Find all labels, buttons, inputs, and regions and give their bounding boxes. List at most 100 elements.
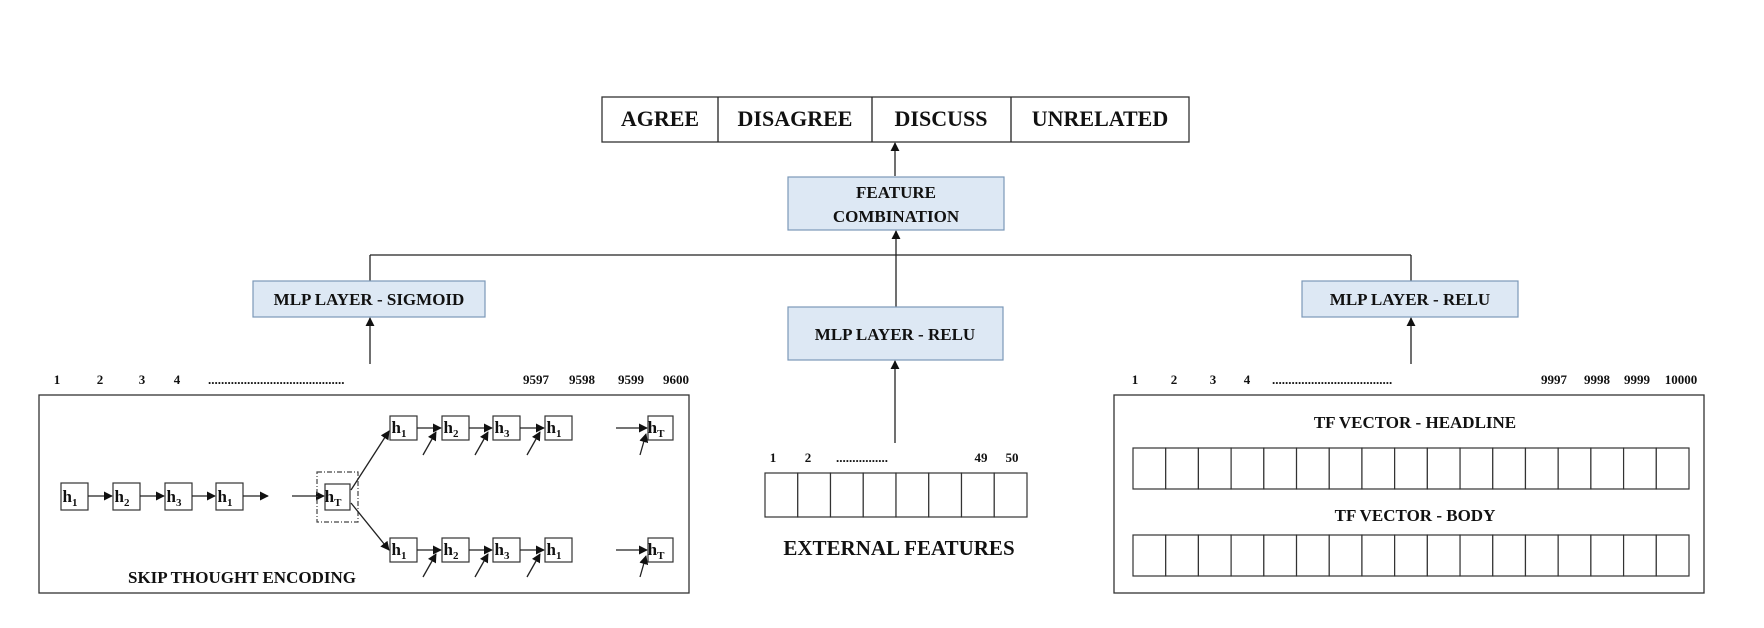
index-label: 49	[975, 450, 989, 465]
feature-combination-line1: FEATURE	[856, 183, 936, 202]
input-arrow	[474, 553, 489, 578]
class-unrelated: UNRELATED	[1032, 106, 1169, 131]
final-state-cell	[324, 483, 351, 511]
index-label: 3	[1210, 372, 1217, 387]
index-label: 1	[1132, 372, 1139, 387]
skip-thought-frame	[38, 394, 690, 594]
decoder-upper-chain: h1 h2 h3 h1 hT	[389, 415, 674, 456]
vector-cell	[797, 472, 832, 518]
vector-cell	[993, 472, 1028, 518]
vector-cell	[1230, 534, 1265, 577]
decoder-cell	[544, 415, 573, 441]
output-classes-frame	[601, 96, 1190, 143]
decoder-final-label: hT	[648, 418, 665, 440]
decoder-cell-label: h3	[495, 418, 510, 440]
encoder-cell-label: h2	[115, 487, 130, 509]
vector-cell	[1622, 534, 1657, 577]
encoder-cell	[164, 482, 193, 511]
encoder-chain: h1 h2 h3 h1 hT	[60, 471, 359, 523]
index-label: 9599	[618, 372, 645, 387]
decoder-cell-label: h2	[444, 418, 459, 440]
class-disagree: DISAGREE	[738, 106, 853, 131]
mlp-relu-right-box: MLP LAYER - RELU	[1301, 280, 1519, 318]
vector-cell	[1132, 447, 1167, 490]
vector-cell	[1197, 447, 1232, 490]
vector-cell	[1263, 534, 1298, 577]
vector-cell	[1622, 447, 1657, 490]
vector-cell	[1295, 534, 1330, 577]
index-label: 4	[1244, 372, 1251, 387]
skip-thought-label: SKIP THOUGHT ENCODING	[128, 568, 356, 587]
vector-cell	[1165, 534, 1200, 577]
vector-cell	[1524, 447, 1559, 490]
index-label: 3	[139, 372, 146, 387]
decoder-cell-label: h1	[392, 540, 407, 562]
vector-cell	[1394, 534, 1428, 577]
vector-cell	[1263, 447, 1298, 490]
vector-cell	[764, 472, 799, 518]
index-label: 2	[805, 450, 812, 465]
decoder-final-label: hT	[648, 540, 665, 562]
input-arrow	[639, 555, 649, 578]
index-dots: ........................................…	[208, 372, 345, 387]
index-label: 50	[1006, 450, 1019, 465]
external-features-panel: 1 2 ................ 49 50 EXTERNAL FEAT…	[764, 450, 1028, 560]
index-label: 10000	[1665, 372, 1698, 387]
encoder-cell	[112, 482, 141, 511]
index-dots: ................	[836, 450, 888, 465]
mlp-relu-center-box: MLP LAYER - RELU	[787, 306, 1004, 361]
index-label: 9600	[663, 372, 689, 387]
vector-cell	[1590, 534, 1625, 577]
tf-body-vector	[1132, 534, 1690, 577]
class-discuss: DISCUSS	[895, 106, 988, 131]
vector-cell	[1459, 534, 1494, 577]
vector-cell	[895, 472, 930, 518]
decoder-cell-label: h1	[547, 540, 562, 562]
encoder-cell-label: h3	[167, 487, 182, 509]
decoder-cell	[441, 415, 470, 441]
vector-cell	[960, 472, 995, 518]
vector-cell	[1524, 534, 1559, 577]
class-agree: AGREE	[621, 106, 699, 131]
index-label: 2	[1171, 372, 1178, 387]
vector-cell	[862, 472, 897, 518]
tf-body-label: TF VECTOR - BODY	[1335, 506, 1496, 525]
vector-cell	[1361, 534, 1396, 577]
decoder-cell-label: h2	[444, 540, 459, 562]
encoder-cell	[60, 482, 89, 511]
decoder-final-cell	[647, 415, 674, 441]
decoder-cell	[544, 537, 573, 563]
encoder-cell-label: h1	[218, 487, 233, 509]
input-arrow	[526, 431, 541, 456]
vector-cell	[1394, 447, 1428, 490]
decoder-final-cell	[647, 537, 674, 563]
external-features-label: EXTERNAL FEATURES	[783, 536, 1014, 560]
input-arrow	[474, 431, 489, 456]
output-classes: AGREE DISAGREE DISCUSS UNRELATED	[601, 96, 1190, 143]
index-label: 2	[97, 372, 104, 387]
index-dots: .....................................	[1272, 372, 1392, 387]
decoder-cell-label: h1	[547, 418, 562, 440]
vector-cell	[1132, 534, 1167, 577]
vector-cell	[1328, 447, 1363, 490]
final-state-label: hT	[325, 487, 342, 509]
vector-cell	[1655, 534, 1690, 577]
tf-headline-vector	[1132, 447, 1690, 490]
vector-cell	[1426, 534, 1461, 577]
feature-combination-box: FEATURE COMBINATION	[787, 176, 1005, 231]
decoder-cell-label: h3	[495, 540, 510, 562]
decoder-cell	[492, 415, 521, 441]
vector-cell	[829, 472, 864, 518]
mlp-relu-center-label: MLP LAYER - RELU	[815, 325, 975, 344]
vector-cell	[1459, 447, 1494, 490]
branch-arrow-up	[350, 430, 390, 491]
input-arrow	[526, 553, 541, 578]
index-label: 1	[770, 450, 777, 465]
decoder-cell	[389, 415, 418, 441]
tf-vector-panel: 1 2 3 4 ................................…	[1113, 372, 1705, 594]
encoder-cell	[215, 482, 244, 511]
index-label: 9999	[1624, 372, 1651, 387]
mlp-sigmoid-label: MLP LAYER - SIGMOID	[274, 290, 465, 309]
vector-cell	[1426, 447, 1461, 490]
